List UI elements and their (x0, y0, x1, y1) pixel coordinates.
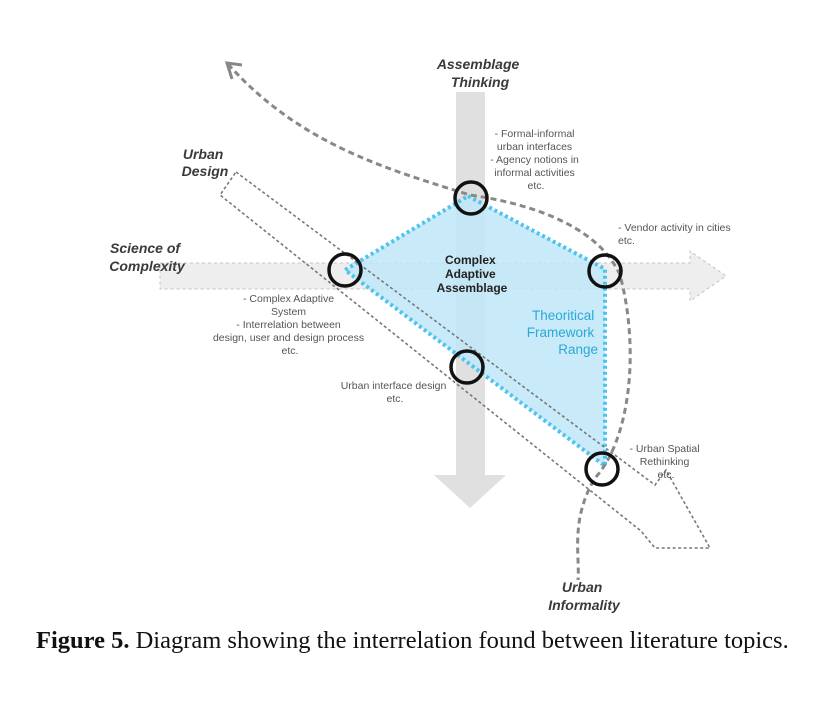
note-right: - Vendor activity in cities etc. (618, 222, 734, 247)
informality-arrowhead (224, 61, 243, 80)
label-theoretical-framework-range: Theoritical Framework Range (527, 308, 598, 357)
intersection-circle-middle (449, 349, 485, 385)
figure-caption: Figure 5. Diagram showing the interrelat… (36, 624, 826, 658)
intersection-circle-left (327, 252, 363, 288)
label-complex-adaptive-assemblage: Complex Adaptive Assemblage (437, 253, 508, 295)
label-urban-informality: Urban Informality (548, 579, 621, 613)
urban-design-arrow (218, 170, 712, 549)
note-bottom-right: - Urban Spatial Rethinking etc. (630, 443, 703, 481)
intersection-circle-bottom (584, 451, 620, 487)
informality-curve (226, 63, 632, 581)
caption-label: Figure 5. (36, 627, 130, 654)
note-top: - Formal-informal urban interfaces - Age… (490, 128, 582, 192)
label-science-of-complexity: Science of Complexity (109, 240, 186, 274)
framework-range-area (345, 196, 605, 466)
label-assemblage-thinking: Assemblage Thinking (436, 56, 523, 90)
note-middle: Urban interface design etc. (341, 380, 450, 405)
note-left: - Complex Adaptive System - Interrelatio… (213, 293, 367, 357)
framework-range-border (341, 194, 607, 471)
intersection-circle-top (453, 180, 489, 216)
intersection-circle-right (587, 253, 623, 289)
label-urban-design: Urban Design (182, 146, 229, 179)
caption-text: Diagram showing the interrelation found … (135, 627, 789, 654)
